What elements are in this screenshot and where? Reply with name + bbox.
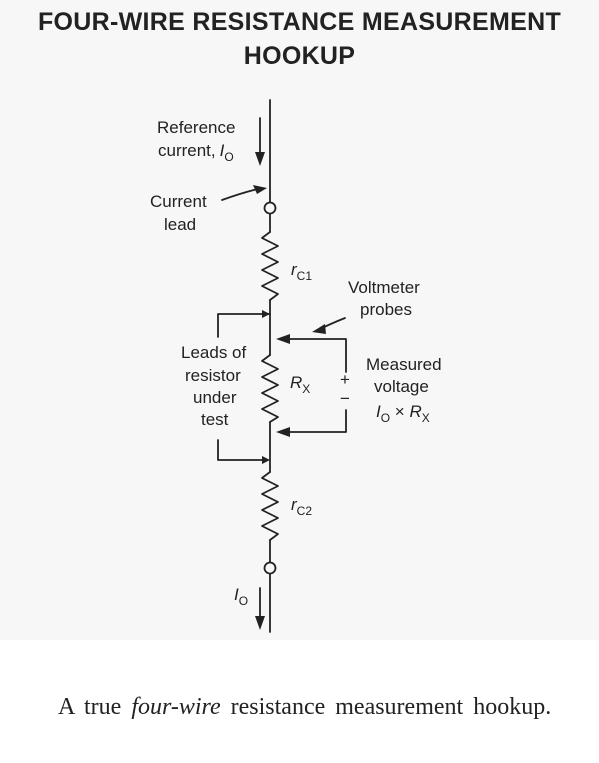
measured-voltage-formula: IO × RX bbox=[376, 402, 430, 425]
figure: FOUR-WIRE RESISTANCE MEASUREMENT HOOKUP bbox=[37, 8, 562, 633]
probe-arrowhead-bottom bbox=[276, 427, 290, 437]
resistor-rx bbox=[261, 354, 279, 423]
voltmeter-loop-bottom bbox=[283, 409, 347, 433]
caption-part-2: four-wire bbox=[131, 694, 221, 720]
circuit-diagram: Reference current,IO Current lead rC1 Vo… bbox=[150, 99, 442, 633]
leads-bracket-bottom bbox=[217, 439, 263, 461]
voltmeter-probes-label-1: Voltmeter bbox=[348, 278, 420, 297]
figure-caption: A true four-wire resistance measurement … bbox=[10, 692, 595, 723]
current-lead-label-2: lead bbox=[164, 215, 196, 234]
bottom-terminal bbox=[263, 561, 277, 575]
caption-part-1: A true bbox=[58, 694, 132, 720]
leads-label-4: test bbox=[201, 410, 229, 429]
junction-arrow-top bbox=[262, 310, 270, 318]
minus-sign: − bbox=[340, 389, 350, 408]
bottom-current-arrowhead bbox=[255, 616, 265, 630]
caption-part-3: resistance measurement hookup. bbox=[220, 694, 552, 720]
leads-label-3: under bbox=[193, 388, 237, 407]
measured-voltage-label-1: Measured bbox=[366, 355, 442, 374]
reference-current-label-1: Reference bbox=[157, 118, 235, 137]
probe-arrowhead-top bbox=[276, 334, 290, 344]
rc2-label: rC2 bbox=[291, 495, 312, 518]
leads-label-1: Leads of bbox=[181, 343, 246, 362]
rx-label: RX bbox=[290, 373, 310, 396]
resistor-rc1 bbox=[261, 231, 279, 301]
voltmeter-loop-top bbox=[283, 338, 347, 373]
leads-label-2: resistor bbox=[185, 366, 241, 385]
voltmeter-probes-arrowhead bbox=[312, 324, 326, 334]
bottom-current-label: IO bbox=[234, 585, 248, 608]
diagram-title-line-1: FOUR-WIRE RESISTANCE MEASUREMENT bbox=[37, 8, 562, 36]
diagram-title-line-2: HOOKUP bbox=[243, 42, 356, 70]
current-lead-arrowhead bbox=[253, 185, 267, 194]
plus-sign: + bbox=[340, 370, 350, 389]
measured-voltage-label-2: voltage bbox=[374, 377, 429, 396]
leads-bracket-top bbox=[217, 313, 271, 338]
junction-arrow-bottom bbox=[262, 456, 270, 464]
current-lead-label-1: Current bbox=[150, 192, 207, 211]
resistor-rc2 bbox=[261, 471, 279, 541]
top-terminal bbox=[263, 201, 277, 215]
rc1-label: rC1 bbox=[291, 260, 312, 283]
reference-current-label-2: current,IO bbox=[158, 141, 234, 164]
voltmeter-probes-label-2: probes bbox=[360, 300, 412, 319]
reference-current-arrowhead bbox=[255, 152, 265, 166]
